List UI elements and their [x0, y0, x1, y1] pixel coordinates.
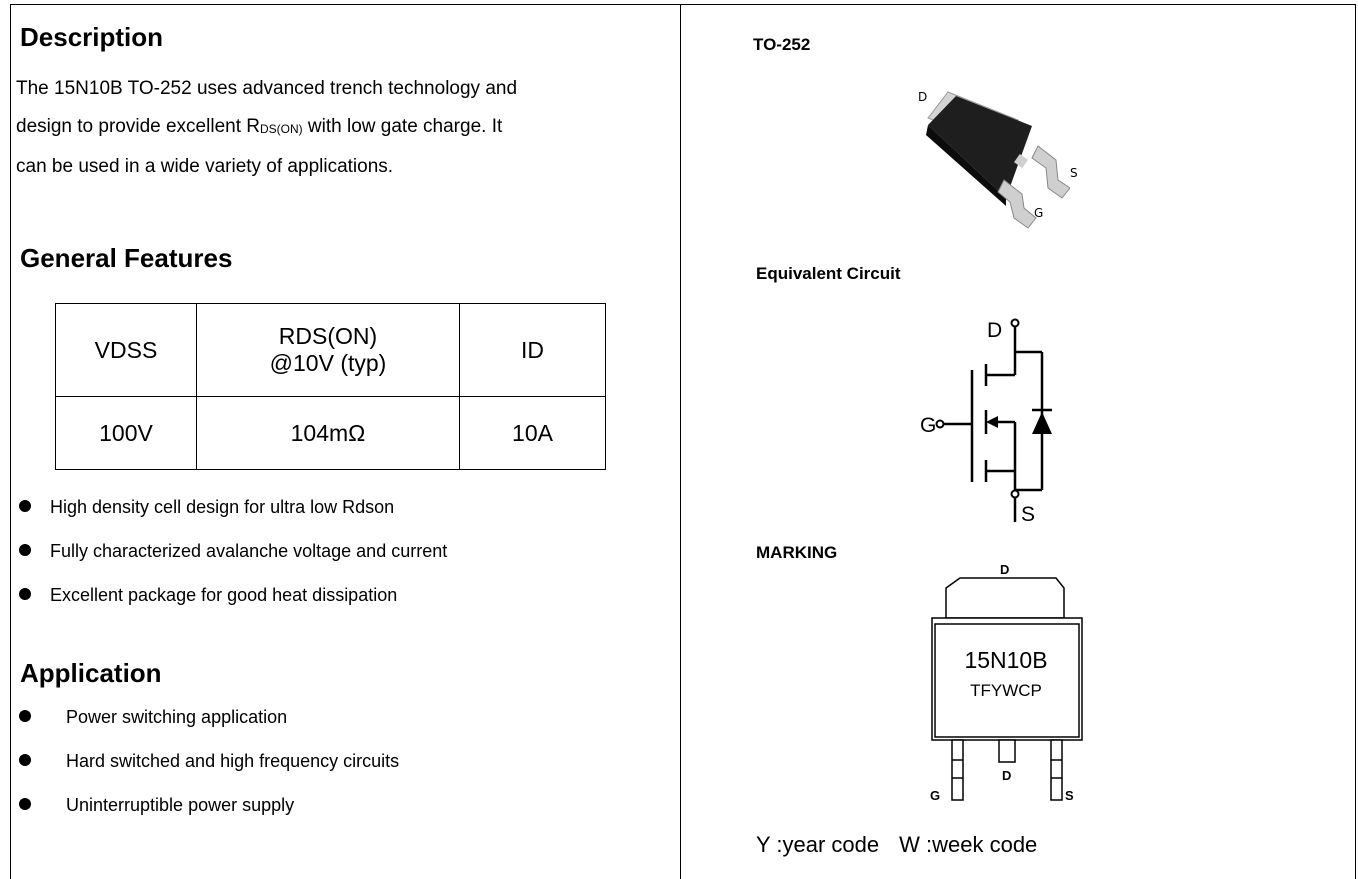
table-row: 100V 104mΩ 10A [55, 396, 606, 470]
circuit-title: Equivalent Circuit [756, 264, 901, 283]
circuit-label-s: S [1021, 503, 1036, 526]
bullet-icon [19, 754, 31, 767]
marking-title: MARKING [756, 543, 838, 562]
value-id: 10A [459, 396, 606, 470]
header-id: ID [459, 303, 606, 397]
circuit-label-g: G [920, 414, 937, 437]
circuit-label-d: D [987, 319, 1003, 342]
to252-package-image [926, 91, 1070, 229]
marking-line-2: TFYWCP [970, 681, 1042, 700]
marking-pin-top-d: D [1000, 562, 1010, 577]
description-text: The 15N10B TO-252 uses advanced trench t… [16, 70, 666, 186]
application-title: Application [20, 658, 162, 688]
features-list: High density cell design for ultra low R… [19, 485, 447, 617]
marking-line-1: 15N10B [964, 647, 1048, 673]
marking-legend: Y :year code W :week code [756, 832, 1037, 858]
list-item: Excellent package for good heat dissipat… [19, 573, 447, 617]
package-pin-d: D [918, 90, 928, 104]
equivalent-circuit-diagram [935, 318, 1052, 522]
page-frame [10, 4, 1356, 879]
list-item: Fully characterized avalanche voltage an… [19, 529, 447, 573]
header-rdson-line1: RDS(ON) [278, 323, 378, 349]
marking-pin-g: G [930, 788, 941, 803]
header-vdss: VDSS [55, 303, 197, 397]
marking-diagram [931, 577, 1083, 801]
list-item: Hard switched and high frequency circuit… [19, 739, 399, 783]
application-list: Power switching application Hard switche… [19, 695, 399, 827]
rds-prefix: design to provide excellent R [16, 116, 260, 137]
marking-pin-s: S [1065, 788, 1074, 803]
features-title: General Features [20, 243, 233, 273]
value-rdson: 104mΩ [196, 396, 460, 470]
package-title: TO-252 [753, 35, 811, 54]
description-line-2: design to provide excellent RDS(ON) with… [16, 108, 666, 148]
rds-subscript: DS(ON) [259, 122, 303, 136]
marking-pin-mid-d: D [1002, 768, 1012, 783]
header-rdson-line2: @10V (typ) [269, 350, 387, 376]
bullet-icon [19, 500, 31, 513]
package-pin-g: G [1034, 206, 1044, 220]
rds-suffix: with low gate charge. It [302, 116, 503, 137]
bullet-icon [19, 544, 31, 557]
value-vdss: 100V [55, 396, 197, 470]
bullet-icon [19, 588, 31, 601]
legend-week: W :week code [899, 832, 1038, 857]
bullet-icon [19, 798, 31, 811]
description-line-3: can be used in a wide variety of applica… [16, 156, 394, 177]
legend-year: Y :year code [756, 832, 880, 857]
list-item: Power switching application [19, 695, 399, 739]
spec-table: VDSS RDS(ON) @10V (typ) ID 100V 104mΩ 10… [55, 303, 606, 470]
header-rdson: RDS(ON) @10V (typ) [196, 303, 460, 397]
description-title: Description [20, 22, 164, 52]
column-divider [680, 4, 681, 879]
description-line-1: The 15N10B TO-252 uses advanced trench t… [16, 78, 518, 99]
package-pin-s: S [1070, 166, 1078, 180]
bullet-icon [19, 710, 31, 723]
table-row: VDSS RDS(ON) @10V (typ) ID [55, 303, 606, 397]
list-item: High density cell design for ultra low R… [19, 485, 447, 529]
list-item: Uninterruptible power supply [19, 783, 399, 827]
